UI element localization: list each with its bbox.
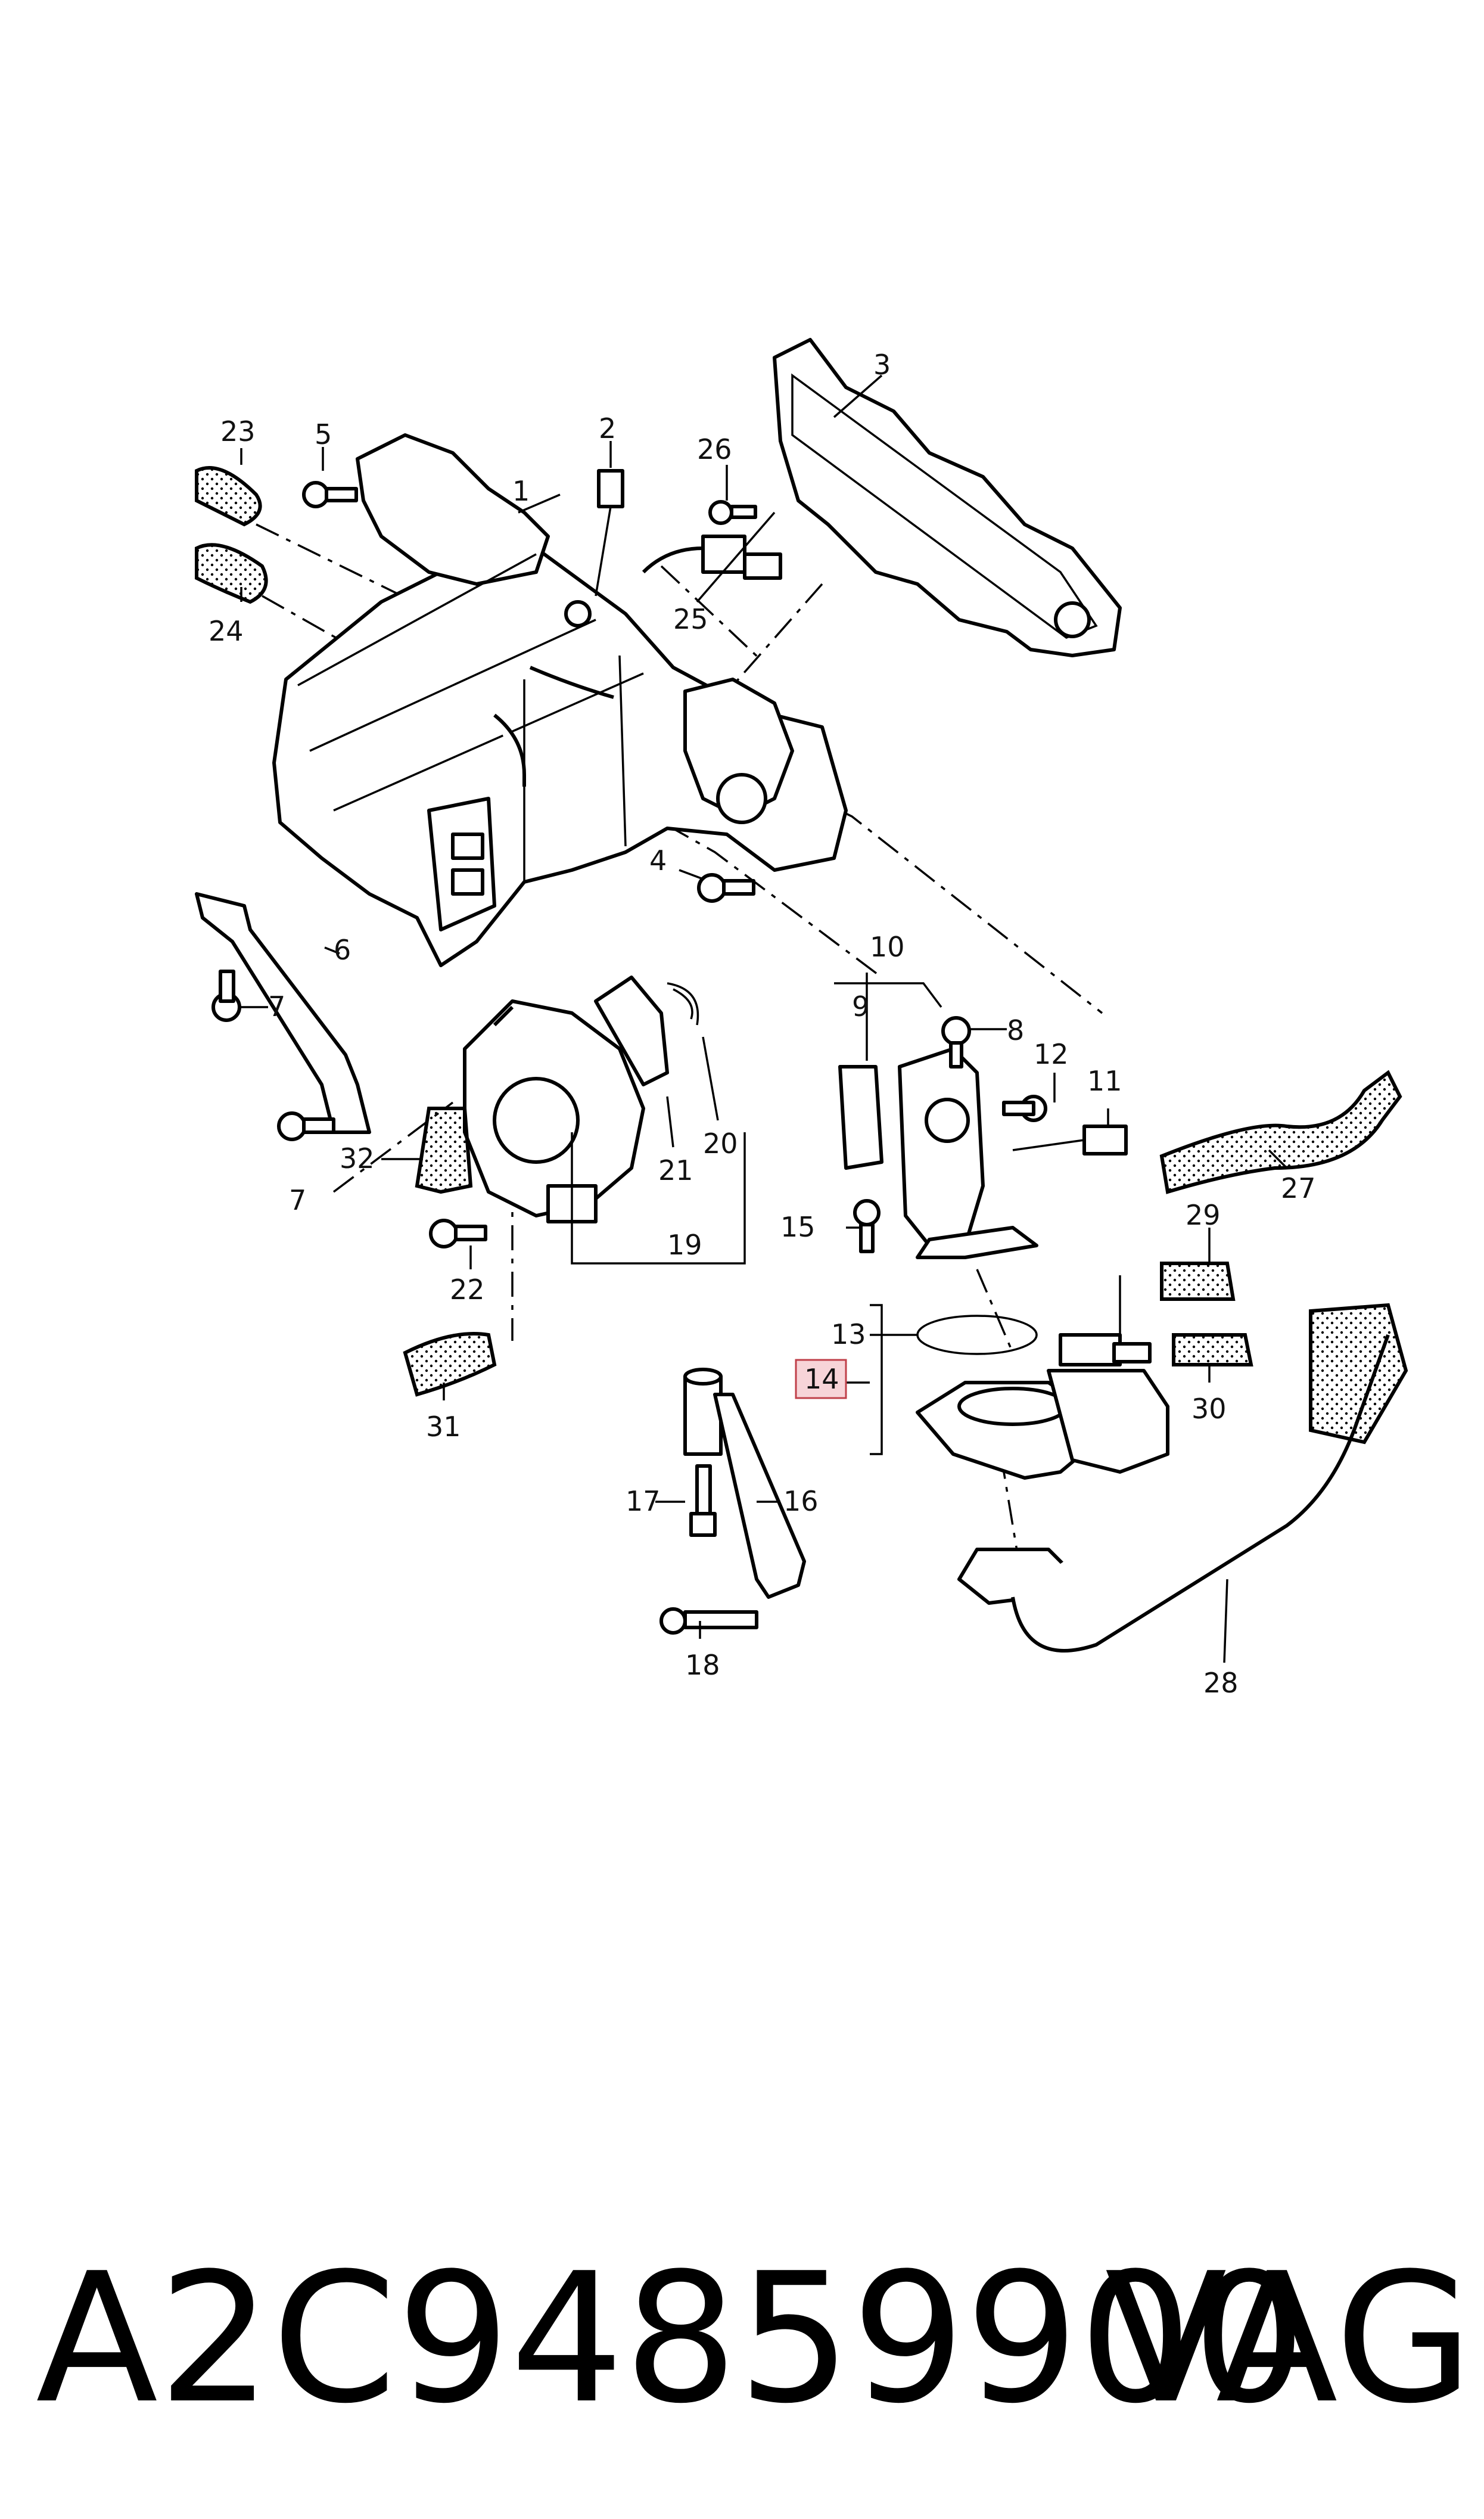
callout-17: 17 [626,1485,661,1517]
bolt-part-18 [659,1607,758,1635]
callout-6: 6 [334,934,351,966]
callout-23: 23 [220,415,256,448]
callout-9: 9 [852,990,869,1023]
bolt-part-15 [853,1199,881,1253]
callout-18: 18 [685,1649,720,1681]
callout-32: 32 [340,1142,375,1175]
bolt-part-12 [1002,1095,1047,1122]
callout-19: 19 [667,1229,702,1261]
bolt-part-7-upper [211,970,241,1022]
hose-part-27 [1159,1070,1402,1194]
bolt-part-26 [708,500,757,525]
callout-24: 24 [209,615,244,647]
callout-29: 29 [1186,1199,1221,1231]
callout-labels: 1 2 3 4 5 6 7 7 8 9 10 11 12 13 14 15 16… [209,349,1316,1699]
bolt-part-5 [302,481,358,508]
callout-28: 28 [1203,1667,1239,1699]
hose-part-24 [195,543,268,604]
callout-31: 31 [426,1411,461,1443]
callout-27: 27 [1281,1172,1316,1204]
callout-12: 12 [1034,1038,1069,1070]
callout-14-highlight [795,1359,847,1399]
bracket-part-16 [713,1393,806,1599]
hose-part-31 [403,1332,497,1397]
valve-assembly-part-14 [916,1333,1169,1480]
bolt-part-4 [697,873,755,903]
egr-cooler-part-1 [272,433,848,967]
bracket-part-6 [195,892,371,1134]
callout-11: 11 [1087,1065,1122,1097]
callout-14: 14 [804,1363,839,1395]
callout-21: 21 [658,1154,693,1186]
callout-20: 20 [703,1128,738,1160]
callout-30: 30 [1191,1393,1227,1425]
callout-15: 15 [780,1211,816,1243]
callout-10: 10 [870,931,905,963]
callout-2: 2 [599,412,616,445]
egr-valve-part-19 [463,976,669,1223]
bolt-part-22 [429,1219,487,1248]
o-ring-part-13 [916,1315,1038,1355]
seal-part-9 [838,1065,883,1170]
housing-part-10 [898,1047,1038,1259]
callout-16: 16 [783,1485,819,1517]
callout-3: 3 [873,349,891,381]
temp-sensor-part-11 [1012,1125,1128,1156]
pipe-part-28 [957,1303,1408,1653]
vacuum-line-part-25 [642,535,782,580]
hose-part-30 [1172,1333,1253,1366]
hose-part-23 [195,466,262,527]
callout-8: 8 [1007,1014,1024,1046]
callout-13: 13 [831,1318,866,1350]
callout-1: 1 [512,475,530,507]
callout-leaders [238,374,1288,1663]
bleed-screw-part-8 [941,1016,971,1069]
sensor-part-2 [595,469,624,597]
callout-7b: 7 [289,1184,306,1216]
brand-name: VAG [1105,2235,1473,2443]
callout-5: 5 [315,418,332,451]
footer: A2C94859900 VAG [0,2241,1484,2437]
part-number: A2C94859900 [36,2235,1306,2443]
callout-25: 25 [673,603,708,635]
bolt-part-7-lower [277,1111,335,1141]
callout-26: 26 [697,433,732,465]
callout-22: 22 [450,1274,485,1306]
gasket-part-20 [667,982,699,1026]
hose-part-32 [415,1107,473,1194]
hose-part-29 [1160,1262,1236,1301]
callout-7a: 7 [268,990,285,1023]
gasket-part-3 [773,338,1122,657]
callout-4: 4 [649,844,667,877]
